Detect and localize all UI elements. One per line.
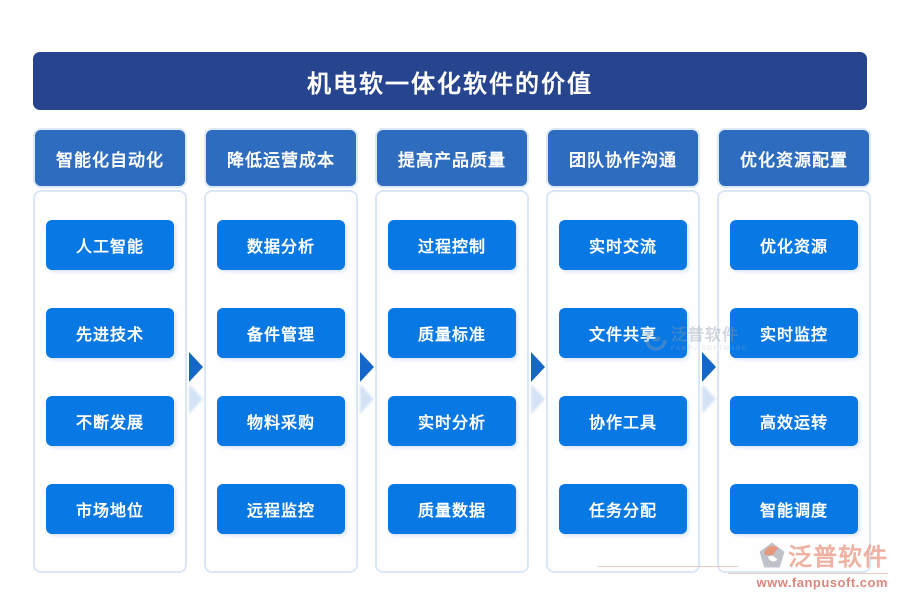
column-header: 智能化自动化 — [33, 128, 187, 188]
value-item: 质量数据 — [388, 484, 516, 534]
value-item: 优化资源 — [730, 220, 858, 270]
value-item: 物料采购 — [217, 396, 345, 446]
value-item: 过程控制 — [388, 220, 516, 270]
value-item: 实时监控 — [730, 308, 858, 358]
brand-divider-line — [598, 566, 738, 567]
brand-url: www.fanpusoft.com — [728, 573, 888, 590]
brand-logo: 泛普软件 www.fanpusoft.com — [598, 537, 888, 590]
arrow-reflection-icon — [189, 384, 203, 414]
column-header: 降低运营成本 — [204, 128, 358, 188]
column-header: 优化资源配置 — [717, 128, 871, 188]
value-item: 任务分配 — [559, 484, 687, 534]
value-item: 文件共享 — [559, 308, 687, 358]
value-item: 人工智能 — [46, 220, 174, 270]
column-items: 过程控制 质量标准 实时分析 质量数据 — [375, 190, 529, 573]
arrow-right-icon — [702, 352, 716, 382]
value-item: 实时分析 — [388, 396, 516, 446]
arrow-reflection-icon — [360, 384, 374, 414]
value-item: 高效运转 — [730, 396, 858, 446]
value-item: 质量标准 — [388, 308, 516, 358]
page-title: 机电软一体化软件的价值 — [33, 52, 867, 110]
column-items: 优化资源 实时监控 高效运转 智能调度 — [717, 190, 871, 573]
value-item: 市场地位 — [46, 484, 174, 534]
value-item: 远程监控 — [217, 484, 345, 534]
column-items: 实时交流 文件共享 协作工具 任务分配 — [546, 190, 700, 573]
column-items: 人工智能 先进技术 不断发展 市场地位 — [33, 190, 187, 573]
arrow-reflection-icon — [702, 384, 716, 414]
value-item: 先进技术 — [46, 308, 174, 358]
value-item: 实时交流 — [559, 220, 687, 270]
arrow-reflection-icon — [531, 384, 545, 414]
arrow-right-icon — [189, 352, 203, 382]
arrow-right-icon — [531, 352, 545, 382]
value-item: 数据分析 — [217, 220, 345, 270]
value-item: 协作工具 — [559, 396, 687, 446]
arrow-right-icon — [360, 352, 374, 382]
fanpu-logo-icon — [759, 542, 785, 567]
column-header: 团队协作沟通 — [546, 128, 700, 188]
column-header: 提高产品质量 — [375, 128, 529, 188]
value-item: 备件管理 — [217, 308, 345, 358]
column-items: 数据分析 备件管理 物料采购 远程监控 — [204, 190, 358, 573]
value-item: 智能调度 — [730, 484, 858, 534]
brand-name-text: 泛普软件 — [788, 544, 888, 571]
value-item: 不断发展 — [46, 396, 174, 446]
